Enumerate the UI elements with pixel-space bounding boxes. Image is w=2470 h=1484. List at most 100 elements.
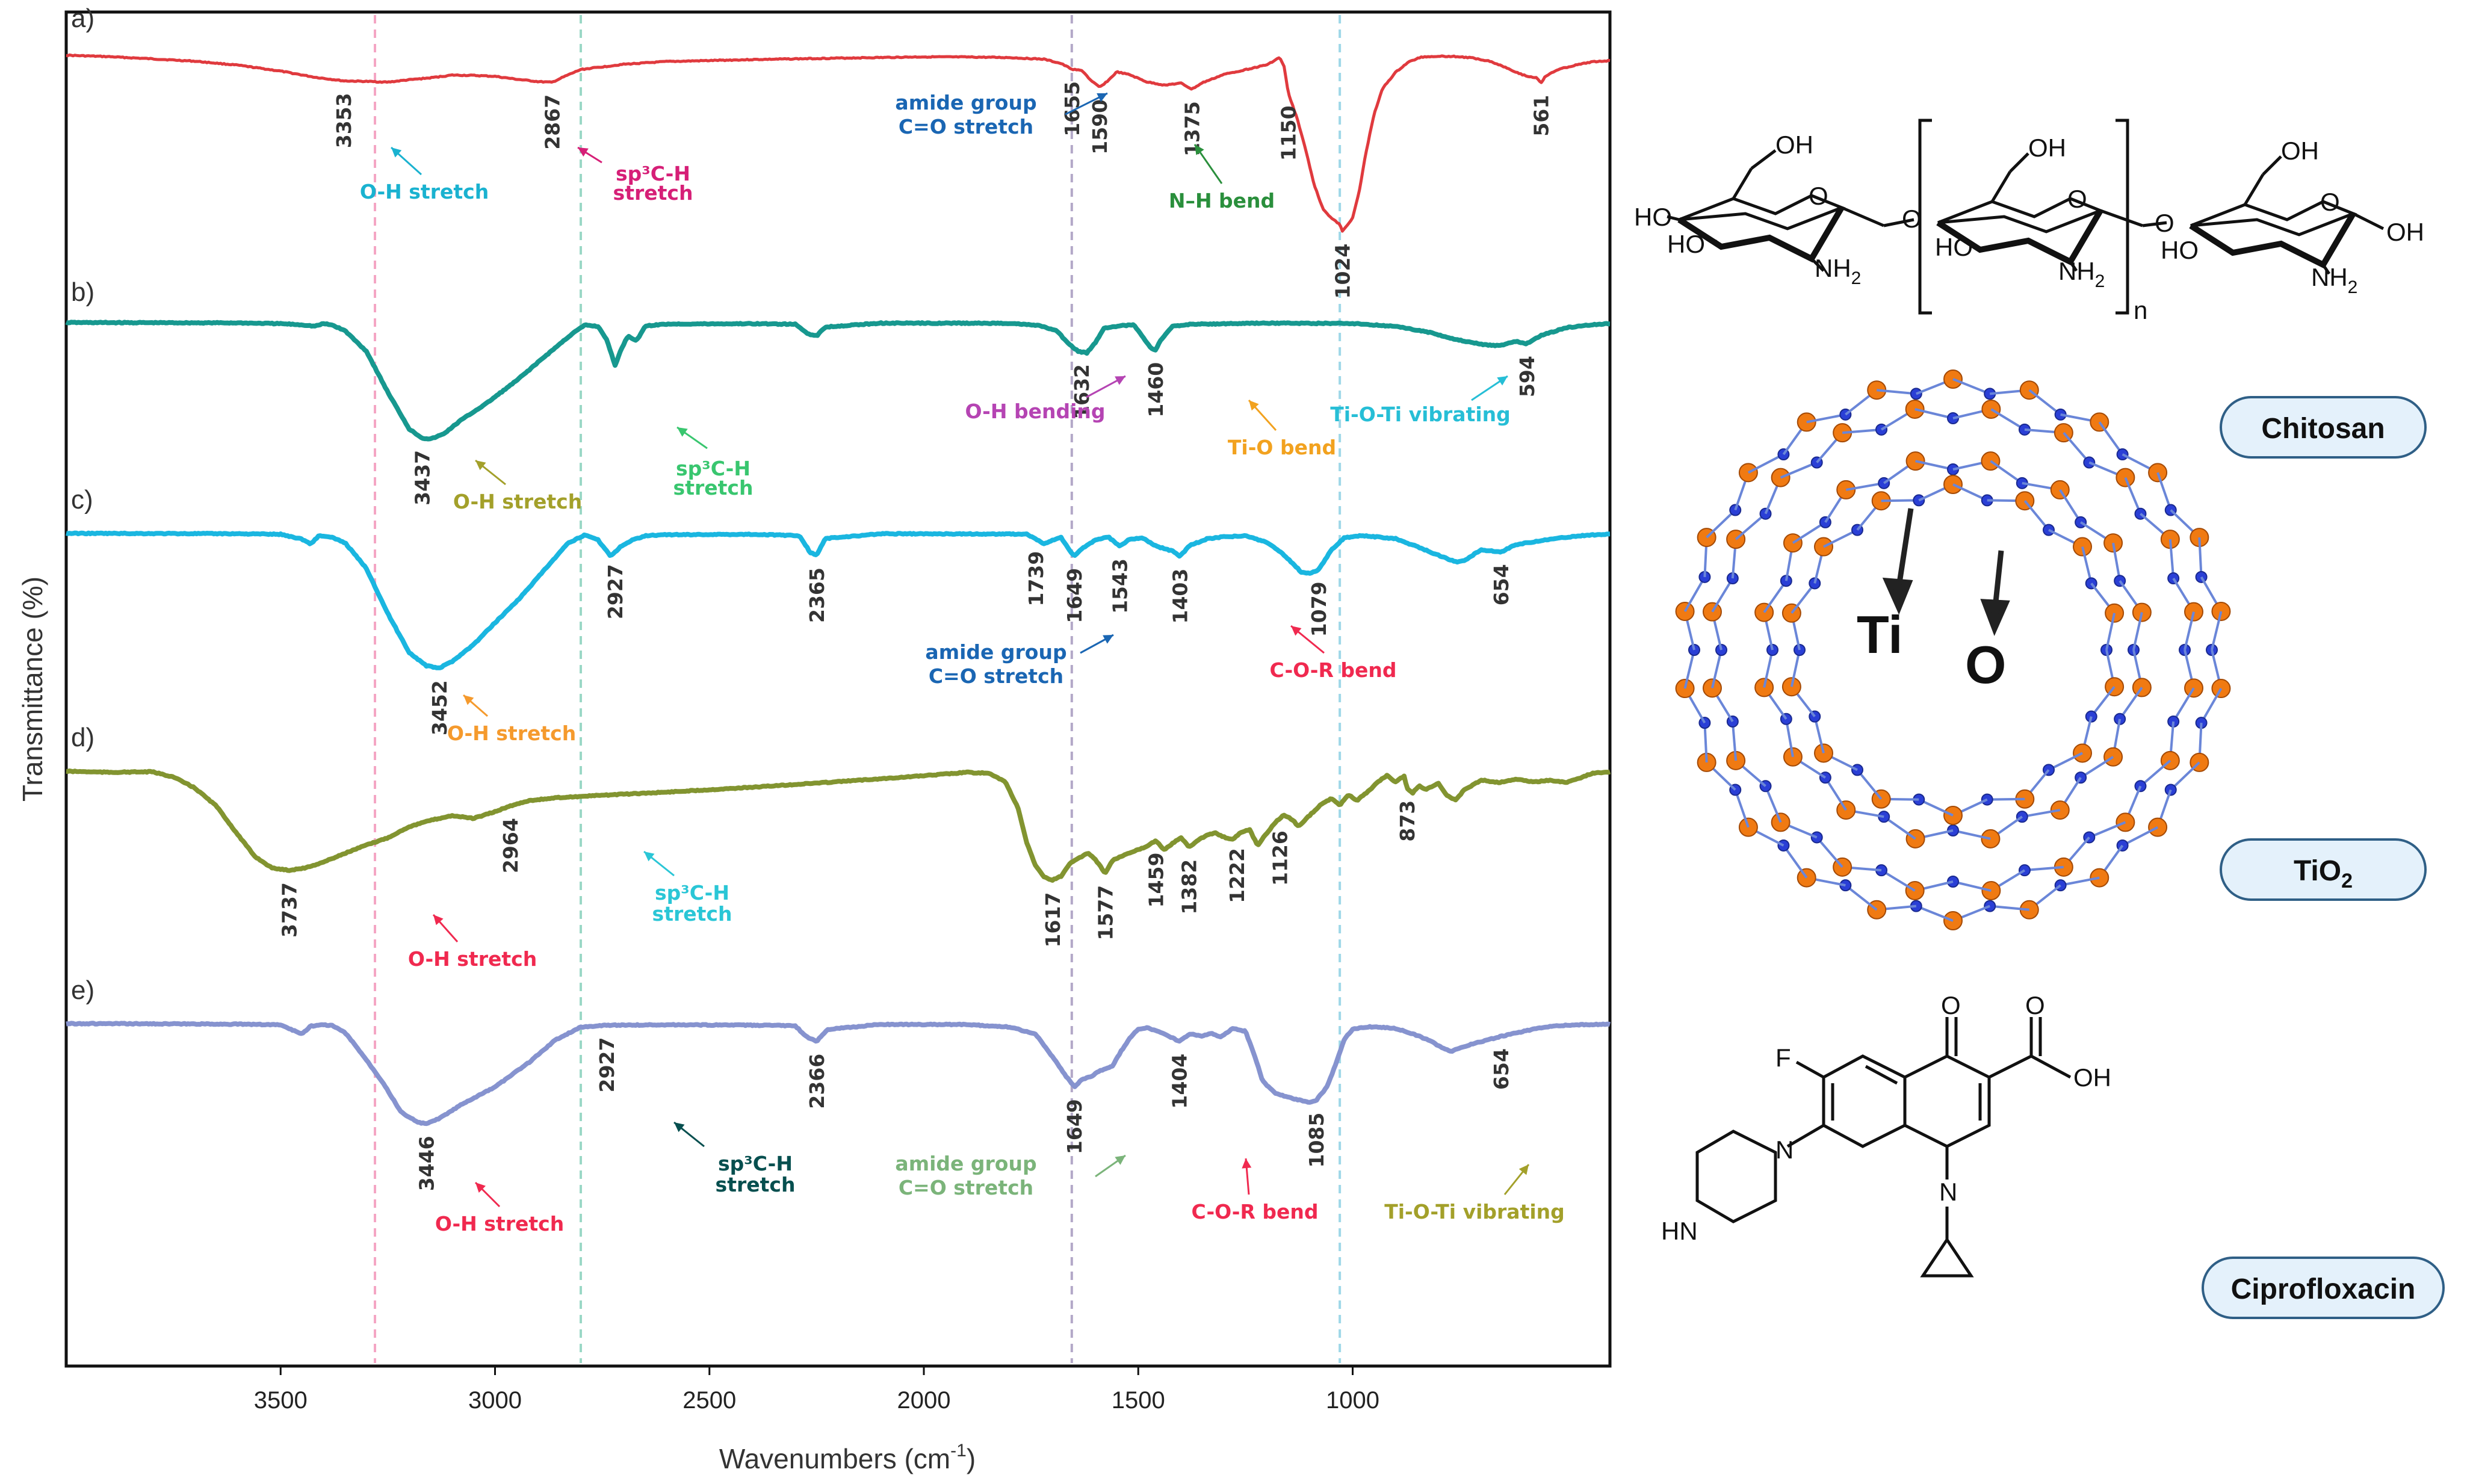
x-tick-label: 1000 xyxy=(1326,1387,1379,1414)
tio2-bond xyxy=(1747,453,1784,474)
chitosan-nh-sub: 2 xyxy=(2095,271,2105,291)
band-annotation: Ti-O-Ti vibrating xyxy=(1384,1200,1565,1223)
cipro-badge-box xyxy=(2202,1257,2445,1319)
tio2-bond xyxy=(2132,612,2143,651)
chitosan-bond xyxy=(1732,167,1753,200)
chitosan-bond xyxy=(2100,209,2143,227)
o-arrow xyxy=(1992,550,2004,608)
tio2-bond xyxy=(2022,809,2061,818)
spectrum-line xyxy=(65,1021,1611,1127)
chitosan-n-subscript: n xyxy=(2134,296,2147,324)
tio2-bond xyxy=(2024,865,2064,872)
tio2-bond xyxy=(2090,685,2116,717)
tio2-bond xyxy=(1952,829,1991,840)
chitosan-bond xyxy=(2069,261,2078,272)
tio2-bond xyxy=(2105,613,2116,651)
peak-label: 654 xyxy=(1490,564,1513,605)
tio2-bond xyxy=(1883,815,1916,840)
chitosan-o-ring-3: O xyxy=(2320,188,2340,216)
tio2-badge-sub: 2 xyxy=(2341,870,2353,892)
chitosan-ho-4: HO xyxy=(2161,236,2199,264)
peak-label: 561 xyxy=(1529,95,1553,137)
peak-label: 1577 xyxy=(1094,885,1117,941)
cipro-f: F xyxy=(1775,1043,1791,1072)
chitosan-ring-3-bold xyxy=(2189,212,2356,269)
annotation-arrowhead xyxy=(1497,376,1508,386)
annotation-arrowhead xyxy=(475,460,486,471)
x-tick-label: 2500 xyxy=(682,1387,736,1414)
chitosan-nh-sub: 2 xyxy=(1851,268,1862,288)
ti-arrow xyxy=(1896,508,1914,587)
chitosan-ho-1: HO xyxy=(1634,203,1672,231)
panel-labels: a)b)c)d)e) xyxy=(71,4,94,1005)
chitosan-bond xyxy=(1750,149,1777,170)
tio2-bond xyxy=(2198,537,2203,577)
cipro-badge: Ciprofloxacin xyxy=(2202,1257,2445,1319)
band-annotation: Ti-O-Ti vibrating xyxy=(1330,403,1511,426)
band-annotation: O-H stretch xyxy=(360,180,489,203)
band-annotation: amide group xyxy=(925,640,1066,664)
tio2-bond xyxy=(1763,580,1788,613)
tio2-bond xyxy=(2172,687,2195,723)
band-annotation: stretch xyxy=(652,902,732,926)
chitosan-badge: Chitosan xyxy=(2220,396,2427,459)
o-atom xyxy=(2132,602,2152,622)
tio2-bond xyxy=(1816,836,1843,868)
annotation-arrowhead xyxy=(677,427,688,437)
tio2-bond xyxy=(1703,723,1708,763)
tio2-bond xyxy=(1845,481,1884,491)
x-axis-title-close: ) xyxy=(967,1443,976,1474)
chitosan-o-link-2: O xyxy=(2155,209,2174,237)
chitosan-o-link-1: O xyxy=(1902,205,1922,233)
chitosan-bond xyxy=(2009,152,2029,173)
peak-label: 1150 xyxy=(1277,105,1301,161)
cipro-right-ring xyxy=(1904,1054,1991,1148)
band-annotation: O-H stretch xyxy=(435,1212,564,1235)
chitosan-badge-label: Chitosan xyxy=(2261,413,2385,445)
tio2-bond xyxy=(2080,756,2114,779)
tio2-bond xyxy=(1706,509,1736,539)
tio2-bond xyxy=(2028,389,2061,416)
tio2-bond xyxy=(1990,904,2029,911)
annotation-arrowhead xyxy=(644,852,655,862)
tio2-bond xyxy=(1952,880,1992,892)
peak-label: 594 xyxy=(1515,356,1539,397)
annotation-arrowhead xyxy=(1097,93,1107,102)
peak-label: 1403 xyxy=(1168,569,1192,624)
annotation-arrowhead xyxy=(1518,1164,1529,1175)
spectrum-line xyxy=(66,53,1611,233)
tio2-bond xyxy=(2063,431,2090,463)
tio2-bond xyxy=(2023,499,2050,531)
peak-label: 1404 xyxy=(1168,1054,1192,1109)
band-annotation: C=O stretch xyxy=(899,115,1033,138)
y-axis-title: Transmittance (%) xyxy=(17,577,48,802)
annotation-arrowhead xyxy=(1115,376,1125,385)
annotation-arrowhead xyxy=(1115,1155,1125,1165)
tio2-bond xyxy=(1990,460,2023,484)
peak-label: 873 xyxy=(1396,800,1419,842)
peak-label: 1649 xyxy=(1063,568,1086,623)
band-annotation: stretch xyxy=(716,1173,796,1196)
reference-lines xyxy=(374,15,1342,1363)
chitosan-nh2-1: NH2 xyxy=(1815,254,1861,288)
peak-label: 654 xyxy=(1490,1048,1513,1090)
spectrum-line xyxy=(65,530,1611,670)
chitosan-ho-2: HO xyxy=(1667,230,1705,258)
ti-label: Ti xyxy=(1857,605,1903,664)
tio2-bond xyxy=(1918,798,1954,817)
panel-label: a) xyxy=(71,4,94,33)
chitosan-bond xyxy=(2321,264,2331,275)
tio2-bond xyxy=(2122,826,2159,847)
tio2-bond xyxy=(1683,649,1695,689)
chitosan-oh-2: OH xyxy=(2028,134,2066,162)
spectrum-line xyxy=(65,768,1611,883)
peak-label: 3437 xyxy=(410,450,434,505)
tio2-bond xyxy=(2059,489,2082,523)
x-axis-title-sup: -1 xyxy=(950,1441,967,1461)
band-annotation: C=O stretch xyxy=(929,664,1063,688)
chitosan-nh2-3: NH2 xyxy=(2311,263,2357,297)
annotation-arrowhead xyxy=(433,915,444,926)
